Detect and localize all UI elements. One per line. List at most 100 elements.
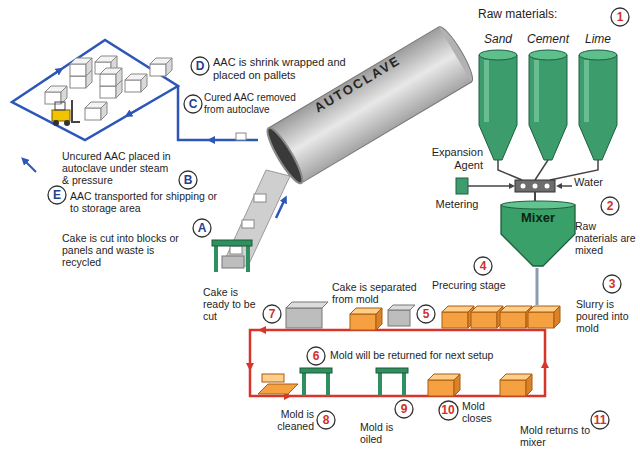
mold-box	[350, 308, 382, 330]
process-label: Mold is cleaned	[262, 408, 314, 432]
callout-circle-outline	[439, 401, 458, 420]
step-marker: D	[190, 56, 210, 76]
cleaning-gantry	[300, 368, 332, 396]
pallet-stack	[85, 102, 107, 120]
gantry-beam	[212, 240, 252, 246]
silo-top	[579, 50, 617, 60]
step-marker: 10	[438, 400, 459, 421]
callout-number: D	[196, 60, 205, 72]
process-label: Water	[574, 176, 614, 189]
autoclave-outline	[262, 22, 478, 187]
callout-circle-outline	[263, 305, 281, 323]
meter-dial	[521, 184, 526, 189]
mixer-tank: Mixer	[500, 200, 576, 268]
mold-loop	[250, 330, 545, 396]
cake	[388, 310, 410, 326]
silo-body	[579, 55, 617, 160]
callout-number: 2	[607, 200, 614, 212]
pallet-stack	[125, 74, 147, 92]
forklift-mast	[71, 100, 73, 123]
forklift-cab	[55, 102, 65, 110]
conveyor-belt	[222, 170, 290, 266]
step-marker: A	[192, 218, 212, 238]
callout-number: 4	[480, 260, 487, 272]
flow-arrow	[45, 70, 60, 80]
process-label: Cured AAC removed from autoclave	[204, 92, 304, 115]
callout-circle-outline	[193, 219, 211, 237]
callout-number: 3	[609, 278, 616, 290]
gantry-leg	[378, 372, 382, 396]
callout-number: B	[184, 174, 193, 186]
mold-box	[500, 374, 532, 396]
forklift-wheel	[64, 120, 70, 126]
silo	[479, 50, 517, 160]
forklift	[52, 100, 80, 126]
callout-circle-outline	[417, 305, 435, 323]
callout-number: 1	[617, 11, 624, 23]
flow-arrow	[249, 352, 251, 367]
callout-number: 6	[313, 350, 320, 362]
process-label: Metering	[426, 198, 488, 211]
step-marker: 5	[416, 304, 436, 324]
forklift-body	[52, 110, 70, 121]
callout-number: A	[198, 222, 207, 234]
silo-top	[529, 50, 567, 60]
mold-box	[471, 306, 503, 328]
callout-number: 5	[423, 308, 430, 320]
aac-block	[230, 246, 242, 254]
silo	[529, 50, 567, 160]
mold-box	[528, 306, 560, 328]
pallet-stack	[45, 86, 67, 104]
callout-circle-outline	[179, 171, 197, 189]
autoclave-body	[269, 26, 472, 182]
step-marker: E	[47, 185, 67, 205]
silo	[579, 50, 617, 160]
pallet-stack	[100, 68, 122, 86]
process-label: Raw materials:	[478, 8, 598, 22]
cake-top	[286, 302, 328, 308]
callout-circle-outline	[601, 197, 619, 215]
callout-circle-outline	[591, 411, 609, 429]
open-mold	[258, 384, 298, 394]
cake-top	[388, 305, 415, 310]
flow-arrow	[211, 139, 225, 141]
gantry-leg	[302, 372, 306, 396]
step-marker: 8	[316, 410, 336, 430]
callout-number: C	[189, 98, 198, 110]
mold-box	[442, 306, 474, 328]
callout-circle-outline	[184, 95, 202, 113]
callout-circle-outline	[474, 257, 492, 275]
flow-arrow	[262, 329, 276, 331]
step-marker: 11	[590, 410, 610, 430]
callout-circle-outline	[307, 347, 325, 365]
process-label: Uncured AAC placed in autoclave under st…	[62, 150, 176, 186]
gantry-leg	[326, 372, 330, 396]
forklift-wheel	[53, 120, 59, 126]
autoclave-cylinder: AUTOCLAVE	[262, 22, 478, 187]
feed-pipe	[468, 185, 512, 187]
metering-unit	[515, 180, 555, 192]
flow-arrow	[128, 107, 142, 115]
cutting-gantry	[212, 240, 252, 272]
autoclave-opening	[263, 124, 308, 186]
flow-arrow	[24, 160, 36, 172]
flow-arrow	[544, 364, 546, 380]
process-label: Raw materials are mixed	[575, 220, 636, 256]
callout-number: 7	[269, 308, 276, 320]
flow-arrow	[272, 395, 288, 397]
aac-block	[254, 194, 266, 202]
silo-top	[479, 50, 517, 60]
step-marker: 4	[473, 256, 493, 276]
forklift-fork	[72, 121, 80, 123]
callout-circle-outline	[395, 400, 413, 418]
additive-tank	[456, 178, 468, 194]
process-label: Cake is separated from mold	[332, 281, 420, 305]
cake	[222, 256, 244, 268]
callout-circle-outline	[48, 186, 66, 204]
callout-circle-outline	[611, 8, 629, 26]
callout-number: 9	[401, 403, 408, 415]
gantry-leg	[402, 372, 406, 396]
oiling-gantry	[376, 368, 408, 396]
callout-number: E	[53, 189, 61, 201]
